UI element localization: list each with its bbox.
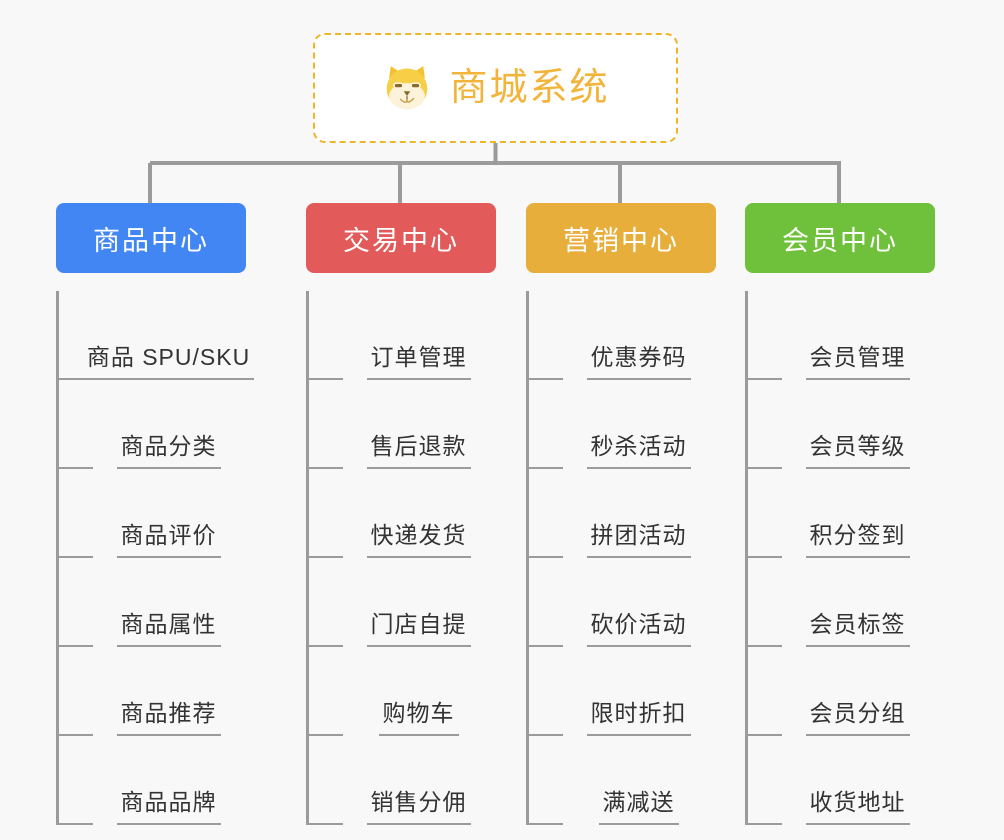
item-label: 砍价活动 [586,605,691,647]
item-label: 销售分佣 [366,783,471,825]
list-item[interactable]: 会员等级 [748,380,935,469]
item-label: 商品品牌 [116,783,221,825]
list-item[interactable]: 商品品牌 [59,736,246,825]
list-item[interactable]: 收货地址 [748,736,935,825]
list-item[interactable]: 商品评价 [59,469,246,558]
item-label: 满减送 [598,783,679,825]
item-label: 积分签到 [805,516,910,558]
column-header-marketing-center[interactable]: 营销中心 [526,203,716,273]
column-header-trade-center[interactable]: 交易中心 [306,203,496,273]
item-label: 商品评价 [116,516,221,558]
list-item[interactable]: 商品 SPU/SKU [59,291,255,380]
list-item[interactable]: 会员分组 [748,647,935,736]
item-label: 购物车 [378,694,459,736]
list-item[interactable]: 商品推荐 [59,647,246,736]
item-label: 售后退款 [366,427,471,469]
column-marketing-center: 营销中心 优惠券码 秒杀活动 拼团活动 砍价活动 限时折扣 满减送 [526,203,716,825]
connector-lines [148,143,841,203]
item-label: 秒杀活动 [586,427,691,469]
column-items-member-center: 会员管理 会员等级 积分签到 会员标签 会员分组 收货地址 [745,291,935,825]
column-header-product-center[interactable]: 商品中心 [56,203,246,273]
list-item[interactable]: 销售分佣 [309,736,496,825]
list-item[interactable]: 商品属性 [59,558,246,647]
item-label: 门店自提 [366,605,471,647]
list-item[interactable]: 购物车 [309,647,496,736]
list-item[interactable]: 订单管理 [309,291,496,380]
item-label: 优惠券码 [586,338,691,380]
list-item[interactable]: 门店自提 [309,558,496,647]
item-label: 会员管理 [805,338,910,380]
list-item[interactable]: 会员标签 [748,558,935,647]
item-label: 会员分组 [805,694,910,736]
item-label: 会员等级 [805,427,910,469]
list-item[interactable]: 拼团活动 [529,469,716,558]
item-label: 收货地址 [805,783,910,825]
list-item[interactable]: 满减送 [529,736,716,825]
list-item[interactable]: 售后退款 [309,380,496,469]
item-label: 限时折扣 [586,694,691,736]
item-label: 拼团活动 [586,516,691,558]
item-label: 快递发货 [366,516,471,558]
column-member-center: 会员中心 会员管理 会员等级 积分签到 会员标签 会员分组 收货地址 [745,203,935,825]
item-label: 会员标签 [805,605,910,647]
column-product-center: 商品中心 商品 SPU/SKU 商品分类 商品评价 商品属性 商品推荐 商品品牌 [56,203,255,825]
item-label: 商品推荐 [116,694,221,736]
column-header-member-center[interactable]: 会员中心 [745,203,935,273]
list-item[interactable]: 砍价活动 [529,558,716,647]
shiba-dog-icon [387,66,428,110]
item-label: 商品属性 [116,605,221,647]
item-label: 商品 SPU/SKU [82,338,255,380]
root-node[interactable]: 商城系统 [313,33,678,143]
list-item[interactable]: 积分签到 [748,469,935,558]
column-trade-center: 交易中心 订单管理 售后退款 快递发货 门店自提 购物车 销售分佣 [306,203,496,825]
item-label: 订单管理 [366,338,471,380]
list-item[interactable]: 限时折扣 [529,647,716,736]
list-item[interactable]: 商品分类 [59,380,246,469]
list-item[interactable]: 会员管理 [748,291,935,380]
column-items-marketing-center: 优惠券码 秒杀活动 拼团活动 砍价活动 限时折扣 满减送 [526,291,716,825]
column-items-product-center: 商品 SPU/SKU 商品分类 商品评价 商品属性 商品推荐 商品品牌 [56,291,255,825]
list-item[interactable]: 秒杀活动 [529,380,716,469]
column-items-trade-center: 订单管理 售后退款 快递发货 门店自提 购物车 销售分佣 [306,291,496,825]
item-label: 商品分类 [116,427,221,469]
list-item[interactable]: 快递发货 [309,469,496,558]
root-title: 商城系统 [449,67,610,109]
list-item[interactable]: 优惠券码 [529,291,716,380]
